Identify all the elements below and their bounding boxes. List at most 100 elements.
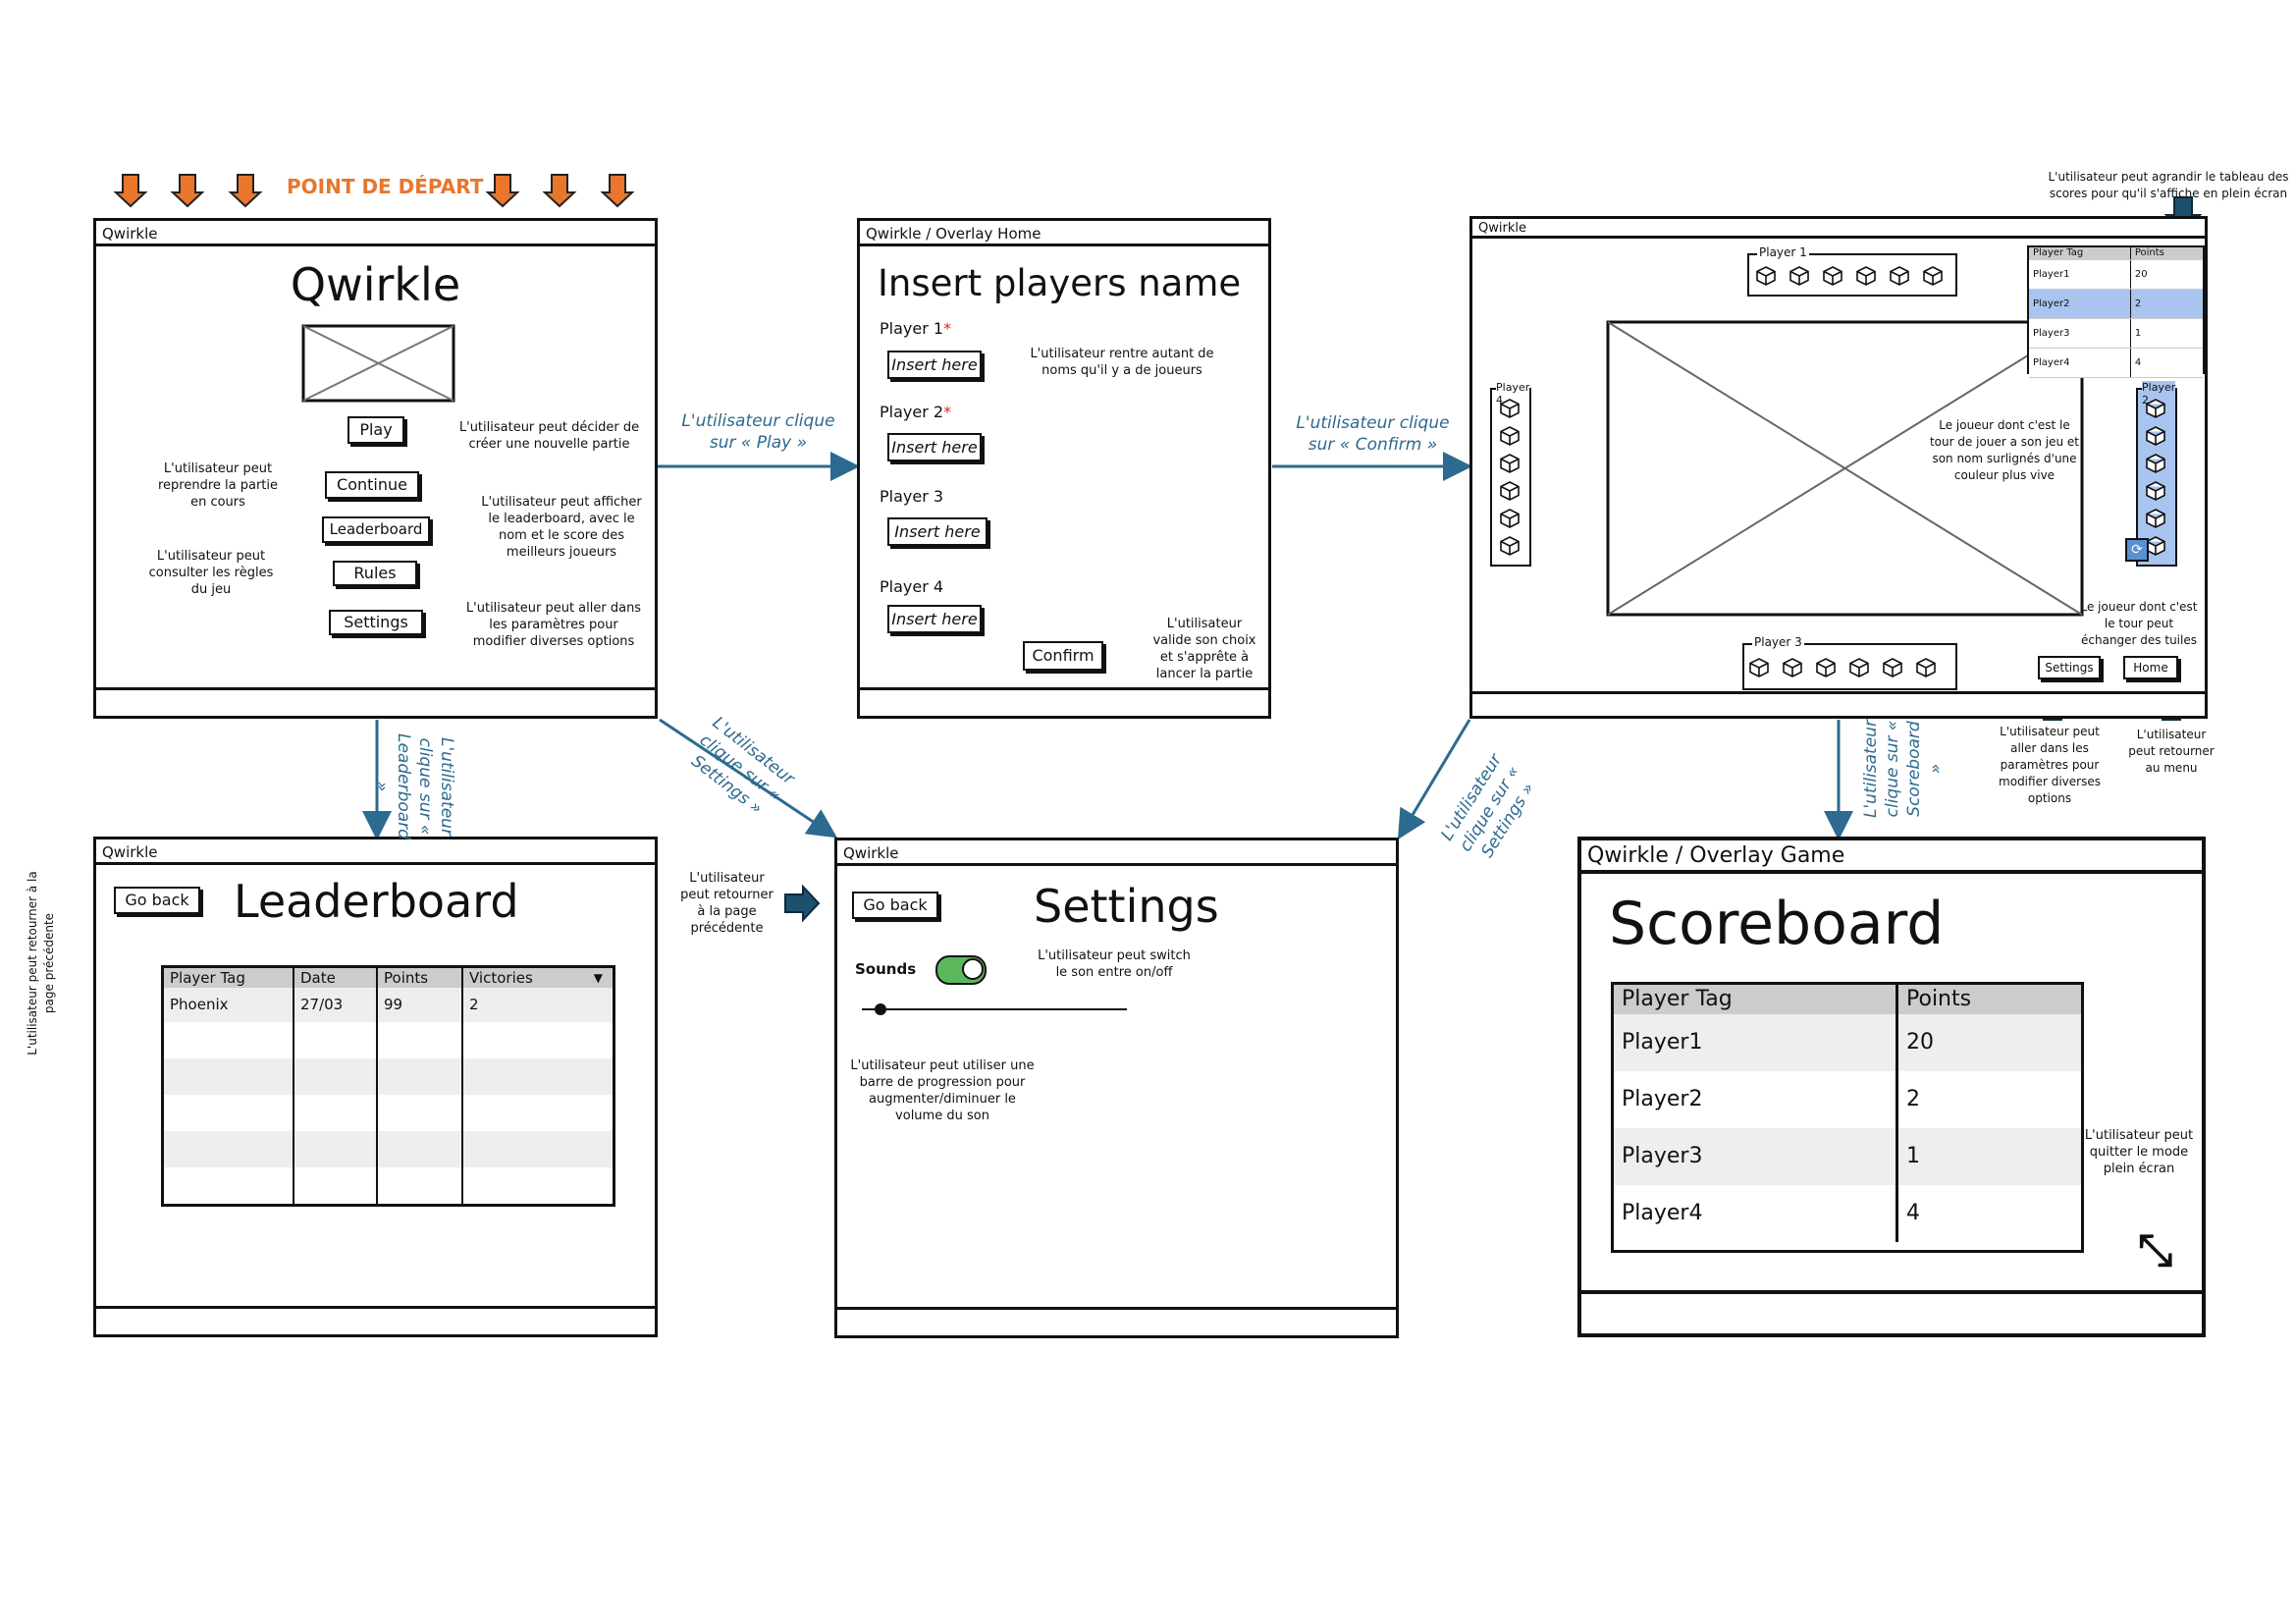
volume-track	[862, 1008, 1127, 1010]
tile-icon[interactable]	[1815, 658, 1837, 682]
window-title: Qwirkle	[837, 840, 1396, 866]
player1-rack: Player 1	[1747, 245, 1957, 297]
tile-icon[interactable]	[2145, 535, 2166, 563]
tile-icon[interactable]	[1499, 398, 1521, 425]
mini-score-cell: 4	[2134, 357, 2142, 368]
window-title: Qwirkle	[96, 839, 655, 865]
player4-tiles	[1499, 398, 1521, 563]
go-back-button[interactable]: Go back	[114, 887, 200, 914]
tile-icon[interactable]	[1499, 453, 1521, 480]
tile-icon[interactable]	[1499, 425, 1521, 453]
volume-knob[interactable]	[874, 1003, 886, 1015]
chevron-down-icon[interactable]: ▼	[593, 971, 603, 985]
tile-icon[interactable]	[1882, 658, 1903, 682]
note-leaderboard-back: L'utilisateur peut retourner à la page p…	[26, 871, 56, 1056]
table-cell: 27/03	[294, 988, 378, 1022]
player3-label: Player 3	[880, 487, 944, 506]
table-row	[164, 1204, 613, 1207]
table-cell	[294, 1058, 378, 1095]
overlay-home-window: Qwirkle / Overlay Home Insert players na…	[857, 218, 1271, 719]
tile-icon[interactable]	[1915, 658, 1937, 682]
start-arrow-icon	[115, 174, 146, 207]
tile-icon[interactable]	[1848, 658, 1870, 682]
continue-button[interactable]: Continue	[325, 471, 419, 499]
game-settings-button[interactable]: Settings	[2038, 656, 2101, 679]
settings-button[interactable]: Settings	[329, 610, 423, 635]
swap-tiles-icon[interactable]: ⟳	[2125, 538, 2149, 562]
tile-icon[interactable]	[1748, 658, 1770, 682]
mini-scoreboard[interactable]: ⤢ Player TagPointsPlayer120Player22Playe…	[2027, 245, 2205, 378]
table-cell	[294, 1095, 378, 1131]
table-cell: Points	[1906, 987, 1972, 1011]
tile-icon[interactable]	[2145, 508, 2166, 535]
tile-icon[interactable]	[1782, 658, 1803, 682]
note-turn: Le joueur dont c'est le tour de jouer a …	[1929, 418, 2080, 482]
tile-icon[interactable]	[2145, 453, 2166, 480]
table-cell	[164, 1204, 294, 1207]
tile-icon[interactable]	[1855, 266, 1877, 291]
note-confirm: L'utilisateur valide son choix et s'appr…	[1152, 617, 1256, 681]
tile-icon[interactable]	[1889, 266, 1910, 291]
table-row	[164, 1131, 613, 1167]
rules-button[interactable]: Rules	[333, 561, 417, 586]
table-cell	[378, 1131, 463, 1167]
mini-score-cell: Player2	[2029, 290, 2131, 318]
tile-icon[interactable]	[1499, 508, 1521, 535]
player2-tiles	[2145, 398, 2166, 563]
volume-slider[interactable]	[862, 1001, 1127, 1017]
confirm-button[interactable]: Confirm	[1023, 641, 1103, 671]
exit-fullscreen-icon[interactable]: ⤡	[2138, 1225, 2173, 1275]
tile-icon[interactable]	[1499, 535, 1521, 563]
play-button[interactable]: Play	[347, 416, 404, 444]
tile-icon[interactable]	[1499, 480, 1521, 508]
table-cell: 4	[1906, 1201, 1920, 1225]
leaderboard-button[interactable]: Leaderboard	[322, 516, 430, 543]
window-footer	[837, 1307, 1396, 1335]
table-cell: Points	[378, 968, 463, 988]
flow-settings-line-2	[1397, 719, 1471, 840]
tile-icon[interactable]	[2145, 480, 2166, 508]
player4-rack: Player 4	[1490, 381, 1531, 567]
table-cell	[463, 1167, 610, 1204]
note-insert: L'utilisateur rentre autant de noms qu'i…	[1030, 347, 1214, 378]
toggle-knob	[962, 958, 984, 980]
player3-input[interactable]: Insert here	[887, 517, 988, 546]
table-row	[164, 1095, 613, 1131]
tile-icon[interactable]	[1755, 266, 1777, 291]
player1-name: Player 1	[1757, 245, 1809, 259]
table-cell	[463, 1204, 610, 1207]
note-volume: L'utilisateur peut utiliser une barre de…	[850, 1058, 1035, 1123]
page-title: Leaderboard	[234, 875, 519, 928]
sound-toggle[interactable]	[935, 955, 987, 985]
tile-icon[interactable]	[2145, 398, 2166, 425]
player2-rack-active: Player 2	[2136, 381, 2177, 567]
tile-icon[interactable]	[1922, 266, 1944, 291]
table-cell: Player4	[1614, 1185, 1898, 1242]
game-board-placeholder	[1606, 320, 2084, 617]
table-cell: Player3	[1614, 1128, 1898, 1185]
player1-input[interactable]: Insert here	[887, 351, 982, 379]
player2-input[interactable]: Insert here	[887, 433, 982, 461]
player1-tiles	[1755, 265, 1955, 291]
window-footer	[1581, 1290, 2202, 1333]
table-cell	[378, 1058, 463, 1095]
tile-icon[interactable]	[1789, 266, 1810, 291]
player4-input[interactable]: Insert here	[887, 605, 982, 633]
note-expand: L'utilisateur peut agrandir le tableau d…	[2048, 170, 2289, 200]
table-cell: Phoenix	[164, 988, 294, 1022]
table-cell	[164, 1095, 294, 1131]
tile-icon[interactable]	[2145, 425, 2166, 453]
table-cell	[463, 1058, 610, 1095]
tile-icon[interactable]	[1822, 266, 1843, 291]
game-home-button[interactable]: Home	[2123, 656, 2178, 679]
player3-rack: Player 3	[1742, 635, 1957, 690]
go-back-button[interactable]: Go back	[852, 892, 938, 919]
start-label: POINT DE DÉPART	[287, 175, 484, 198]
